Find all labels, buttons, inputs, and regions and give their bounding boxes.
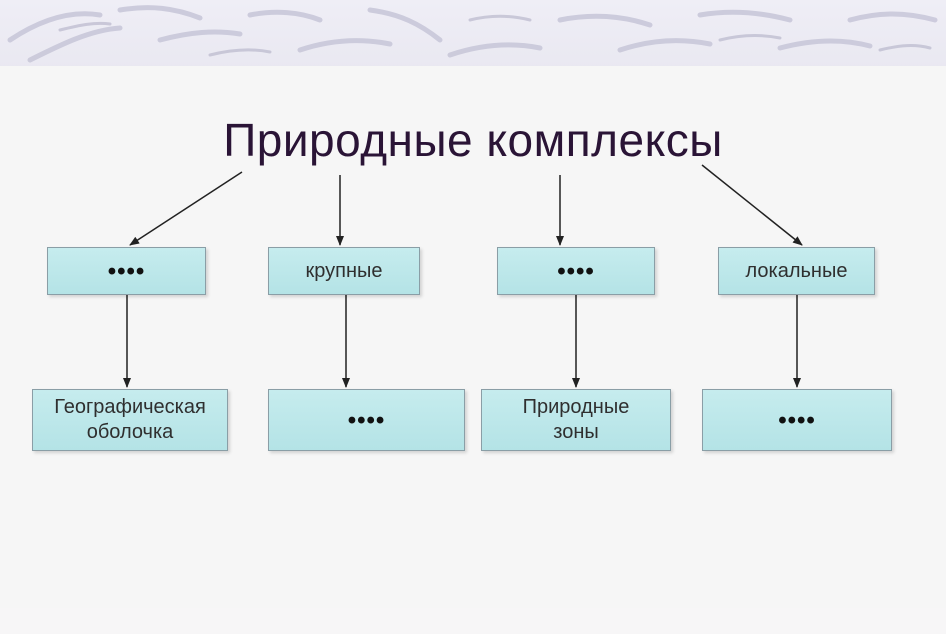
slide-footer-band [0,608,946,634]
arrow-title-to-top-1 [129,171,243,246]
diagram-title: Природные комплексы [223,114,723,166]
bottom-box-3: Природные зоны [481,389,671,451]
slide-content-area [0,66,946,634]
bottom-box-1: Географическая оболочка [32,389,228,451]
bottom-box-4: •••• [702,389,892,451]
decorative-header-band [0,0,946,70]
top-box-4: локальные [718,247,875,295]
decorative-swirls [7,5,938,63]
arrow-title-to-top-4 [701,164,803,246]
top-box-2: крупные [268,247,420,295]
top-box-1: •••• [47,247,206,295]
bottom-box-2: •••• [268,389,465,451]
top-box-3: •••• [497,247,655,295]
